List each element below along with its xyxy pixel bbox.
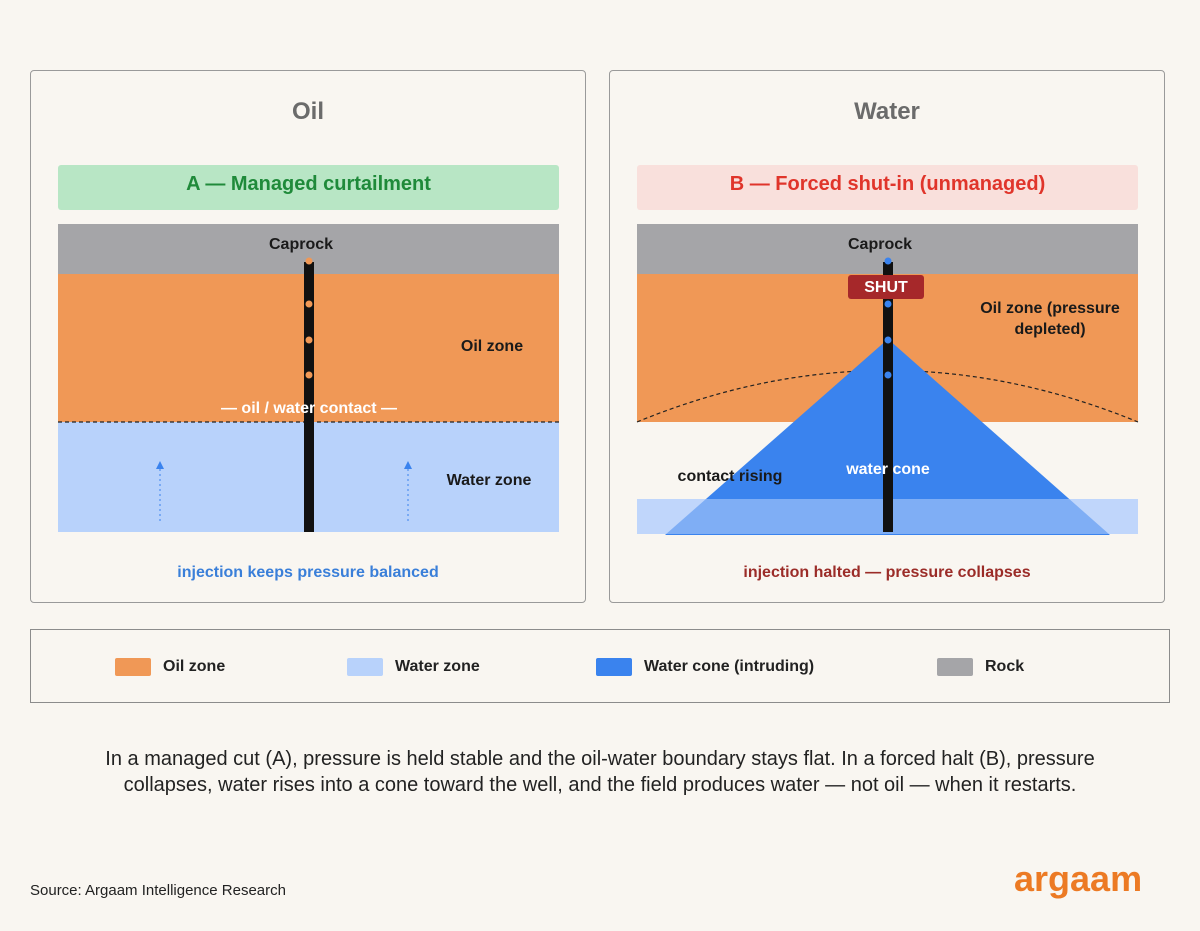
shut-badge-label: SHUT — [864, 279, 908, 296]
brand-logo: argaam — [1014, 858, 1143, 899]
summary-line: In a managed cut (A), pressure is held s… — [105, 748, 1095, 770]
well-perforation — [305, 336, 313, 344]
legend-swatch-oil — [115, 658, 151, 676]
water-zone-label: Water zone — [447, 472, 532, 489]
legend-item-oil-zone: Oil zone — [115, 657, 225, 677]
pressure-arrow-left-head — [156, 461, 164, 469]
contact-label: — oil / water contact — — [221, 400, 397, 417]
caprock-label: Caprock — [269, 236, 333, 253]
legend-item-rock: Rock — [937, 657, 1024, 677]
well-bore — [304, 262, 314, 532]
panel-title: Water — [854, 98, 920, 125]
well-perforation — [884, 336, 892, 344]
well-bore — [883, 262, 893, 532]
oil-zone-label: Oil zone — [461, 338, 523, 355]
contact-rising-label: contact rising — [678, 468, 783, 485]
reservoir-diagram-b: SHUT Caprock Oil zone (pressure depleted… — [636, 224, 1139, 535]
panel-title: Oil — [291, 98, 324, 125]
shut-badge — [848, 275, 924, 299]
legend-label: Oil zone — [163, 658, 226, 675]
legend-label: Rock — [985, 658, 1025, 675]
panel-caption: injection halted — pressure collapses — [743, 564, 1031, 581]
pressure-arrow-right-head — [404, 461, 412, 469]
panel-caption: injection keeps pressure balanced — [177, 564, 439, 581]
summary-text: In a managed cut (A), pressure is held s… — [40, 746, 1160, 798]
rising-contact-curve — [636, 369, 1139, 423]
well-perforation — [305, 300, 313, 308]
reservoir-diagram-a: Caprock Oil zone — oil / water contact —… — [58, 224, 559, 532]
summary-line: collapses, water rises into a cone towar… — [123, 774, 1077, 796]
panel-forced-shut-in: Water B — Forced shut-in (unmanaged) SHU… — [609, 70, 1165, 603]
well-perforation — [305, 371, 313, 379]
legend-label: Water cone (intruding) — [644, 658, 815, 675]
well-perforation — [305, 257, 313, 265]
legend-swatch-rock — [937, 658, 973, 676]
scenario-banner: A — Managed curtailment — [58, 165, 559, 210]
oil-zone-label-line2: depleted) — [1014, 321, 1085, 338]
source-note: Source: Argaam Intelligence Research — [30, 882, 286, 899]
well-perforation — [884, 257, 892, 265]
caprock-label: Caprock — [848, 236, 912, 253]
legend-label: Water zone — [395, 658, 480, 675]
well-perforation — [884, 371, 892, 379]
scenario-banner: B — Forced shut-in (unmanaged) — [637, 165, 1138, 210]
panel-managed-curtailment: Oil A — Managed curtailment Caprock Oil … — [30, 70, 586, 603]
legend-item-water-cone: Water cone (intruding) — [596, 657, 814, 677]
legend-item-water-zone: Water zone — [347, 657, 480, 677]
legend: Oil zone Water zone Water cone (intrudin… — [30, 629, 1170, 703]
legend-swatch-water-cone — [596, 658, 632, 676]
water-cone-label: water cone — [845, 461, 930, 478]
oil-zone-label-line1: Oil zone (pressure — [980, 300, 1120, 317]
well-perforation — [884, 300, 892, 308]
legend-swatch-water — [347, 658, 383, 676]
